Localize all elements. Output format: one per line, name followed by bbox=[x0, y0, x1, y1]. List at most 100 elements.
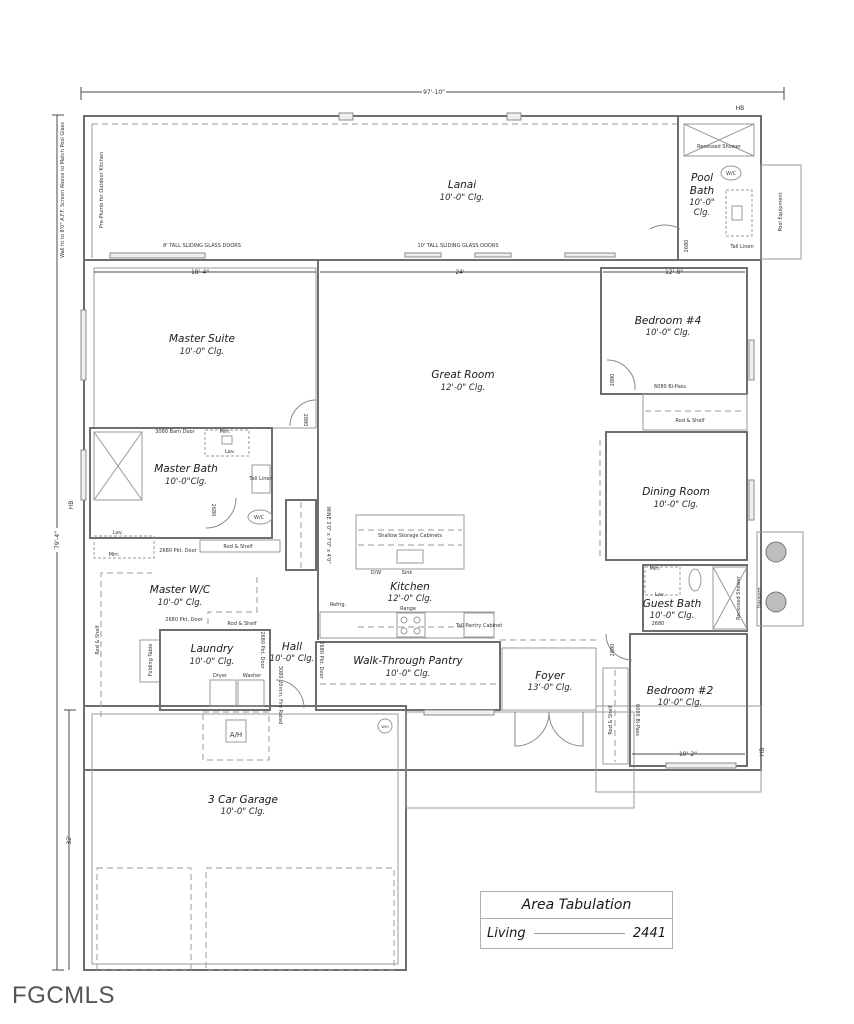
master-wic-ceiling: 10'-0" Clg. bbox=[158, 598, 203, 608]
garage-depth-label: 32' bbox=[66, 835, 73, 845]
hose-bib-top: HB bbox=[736, 105, 745, 112]
bedroom2-name: Bedroom #2 bbox=[647, 685, 714, 697]
dishwasher-label: D/W bbox=[371, 570, 382, 576]
room-master-wic: Rod & Shelf Master W/C 10'-0" Clg. 2680 … bbox=[95, 572, 258, 717]
garage-ceiling: 10'-0" Clg. bbox=[221, 807, 266, 817]
transom-label: Transom bbox=[757, 587, 763, 609]
hose-bib-left: HB bbox=[68, 501, 75, 510]
sliding-door-8-label: 8' TALL SLIDING GLASS DOORS bbox=[163, 243, 241, 249]
dining-room-ceiling: 10'-0" Clg. bbox=[654, 500, 699, 510]
guest-bath-ceiling: 10'-0" Clg. bbox=[650, 611, 695, 621]
bedroom2-width-dim: 10'-2" bbox=[679, 751, 697, 758]
great-room-ceiling: 12'-0" Clg. bbox=[441, 383, 486, 393]
side-note: Wall ht to 8'0" A.F.F. Screen Above to M… bbox=[60, 122, 66, 258]
great-room-name: Great Room bbox=[431, 369, 494, 381]
garage-name: 3 Car Garage bbox=[208, 794, 278, 806]
leader-line bbox=[533, 933, 625, 934]
overall-width-label: 97'-10" bbox=[423, 89, 445, 96]
laundry-pocket-door: 2680 Pkt. Door bbox=[259, 631, 265, 669]
room-foyer: Foyer 13'-0" Clg. Rod & Shelf bbox=[423, 647, 614, 747]
guest-bath-lav: Lav. bbox=[655, 592, 665, 598]
kitchen-name: Kitchen bbox=[390, 581, 429, 593]
bedroom2-closet-door: 6080 Bi-Pass bbox=[634, 704, 640, 736]
fire-door-label: 3080 20min. Fire Rated bbox=[277, 666, 283, 724]
pool-bath-name-1: Pool bbox=[691, 172, 713, 184]
bedroom2-ceiling: 10'-0" Clg. bbox=[658, 698, 703, 708]
laundry-name: Laundry bbox=[191, 643, 235, 655]
overall-depth-label: 79'-4" bbox=[54, 531, 61, 549]
master-bath-mirror: Mirr. bbox=[220, 429, 231, 435]
master-bath-door: 2680 bbox=[210, 504, 216, 517]
lanai-ceiling: 10'-0" Clg. bbox=[440, 193, 485, 203]
hall-name: Hall bbox=[282, 641, 302, 653]
master-bath-name: Master Bath bbox=[154, 463, 218, 475]
kitchen-ceiling: 12'-0" Clg. bbox=[388, 594, 433, 604]
master-bath-mirror-2: Mirr. bbox=[109, 552, 120, 558]
room-great-room: 24' Great Room 12'-0" Clg. bbox=[317, 260, 600, 640]
pool-bath-wc: W/C bbox=[726, 171, 737, 177]
master-bath-rod-shelf: Rod & Shelf bbox=[223, 544, 252, 550]
foyer-ceiling: 13'-0" Clg. bbox=[528, 683, 573, 693]
guest-bath-mirror: Mirr. bbox=[650, 566, 661, 572]
washer-label: Washer bbox=[243, 673, 263, 679]
master-door-label: 2880 bbox=[302, 414, 308, 427]
pool-equipment-label: Pool Equipment bbox=[778, 192, 784, 231]
master-bath-barn-door: 3080 Barn Door bbox=[155, 429, 196, 435]
folding-table-label: Folding Table bbox=[148, 644, 154, 677]
master-wic-rod-shelf: Rod & Shelf bbox=[95, 625, 101, 654]
master-bath-linen: Tall Linen bbox=[248, 476, 272, 482]
room-bedroom-2: 2880 6080 Bi-Pass Bedroom #2 10'-0" Clg.… bbox=[602, 633, 766, 769]
master-bath-ceiling: 10'-0"Clg. bbox=[165, 477, 207, 487]
tall-pantry-label: Tall Pantry Cabinet bbox=[455, 623, 503, 629]
water-heater-label: W/H bbox=[381, 725, 389, 729]
hose-bib-right: HB bbox=[759, 748, 766, 757]
mls-watermark: FGCMLS bbox=[12, 982, 116, 1009]
bedroom4-closet-label: Rod & Shelf bbox=[675, 418, 704, 424]
room-pool-bath: Recessed Shower Pool Bath 10'-0" Clg. W/… bbox=[649, 115, 802, 261]
master-suite-ceiling: 10'-0" Clg. bbox=[180, 347, 225, 357]
area-row-value: 2441 bbox=[632, 926, 666, 941]
sliding-door-10-label: 10' TALL SLIDING GLASS DOORS bbox=[417, 243, 498, 249]
foyer-closet-label: Rod & Shelf bbox=[608, 705, 614, 734]
dining-room-name: Dining Room bbox=[642, 486, 710, 498]
master-width-dim: 18'-4" bbox=[191, 269, 209, 276]
guest-bath-door: 2680 bbox=[652, 621, 665, 627]
bedroom4-ceiling: 10'-0" Clg. bbox=[646, 328, 691, 338]
great-room-width-dim: 24' bbox=[455, 269, 465, 276]
overall-width-dimension: 97'-10" HB bbox=[80, 87, 785, 112]
master-bath-lav: Lav. bbox=[225, 449, 235, 455]
guest-shower-label: Recessed Shower bbox=[736, 575, 742, 620]
bedroom4-door-label: 2880 bbox=[610, 374, 616, 387]
dryer-label: Dryer bbox=[213, 673, 228, 679]
room-garage: A/H W/H 3 Car Garage 10'-0" Clg. bbox=[96, 711, 395, 971]
master-wic-name: Master W/C bbox=[150, 584, 211, 596]
bedroom4-name: Bedroom #4 bbox=[635, 315, 702, 327]
room-laundry: Laundry 10'-0" Clg. Dryer Washer 2680 Pk… bbox=[159, 629, 283, 724]
room-pantry: 2680 Pkt. Door Walk-Through Pantry 10'-0… bbox=[315, 641, 501, 711]
room-master-bath: 3080 Barn Door Mirr. Lav. Tall Linen Mas… bbox=[89, 427, 331, 571]
area-row-label: Living bbox=[487, 926, 526, 941]
room-kitchen: Shallow Storage Cabinets D/W Sink Kitche… bbox=[319, 514, 600, 641]
wine-cabinet-label: WINE 3'0" x 7'0" x 4'0" bbox=[325, 506, 331, 563]
sink-label: Sink bbox=[402, 570, 413, 576]
pool-bath-name-2: Bath bbox=[690, 185, 714, 197]
hall-ceiling: 10'-0" Clg. bbox=[270, 654, 315, 664]
bedroom4-closet-door: 6080 Bi-Pass bbox=[654, 384, 686, 390]
master-wic-rod-shelf-2: Rod & Shelf bbox=[227, 621, 256, 627]
recessed-shower-label: Recessed Shower bbox=[697, 144, 742, 150]
room-dining-room: Dining Room 10'-0" Clg. bbox=[599, 431, 748, 561]
range-label: Range bbox=[400, 606, 416, 612]
pantry-ceiling: 10'-0" Clg. bbox=[386, 669, 431, 679]
pantry-pocket-door: 2680 Pkt. Door bbox=[318, 641, 324, 679]
shallow-storage-label: Shallow Storage Cabinets bbox=[378, 533, 442, 539]
room-lanai: Pre-Plumb for Outdoor Kitchen Lanai 10'-… bbox=[99, 152, 616, 259]
pantry-name: Walk-Through Pantry bbox=[353, 655, 463, 667]
master-bath-wc: W/C bbox=[254, 515, 265, 521]
bedroom4-width-dim: 12'-8" bbox=[665, 269, 683, 276]
guest-bath-name: Guest Bath bbox=[643, 598, 702, 610]
lanai-note: Pre-Plumb for Outdoor Kitchen bbox=[99, 152, 105, 228]
pool-bath-ceiling-1: 10'-0" bbox=[689, 198, 715, 208]
room-bedroom-4: 12'-8" Bedroom #4 10'-0" Clg. 2880 6080 … bbox=[600, 267, 748, 431]
master-suite-name: Master Suite bbox=[169, 333, 235, 345]
area-row-living: Living 2441 bbox=[481, 919, 672, 948]
